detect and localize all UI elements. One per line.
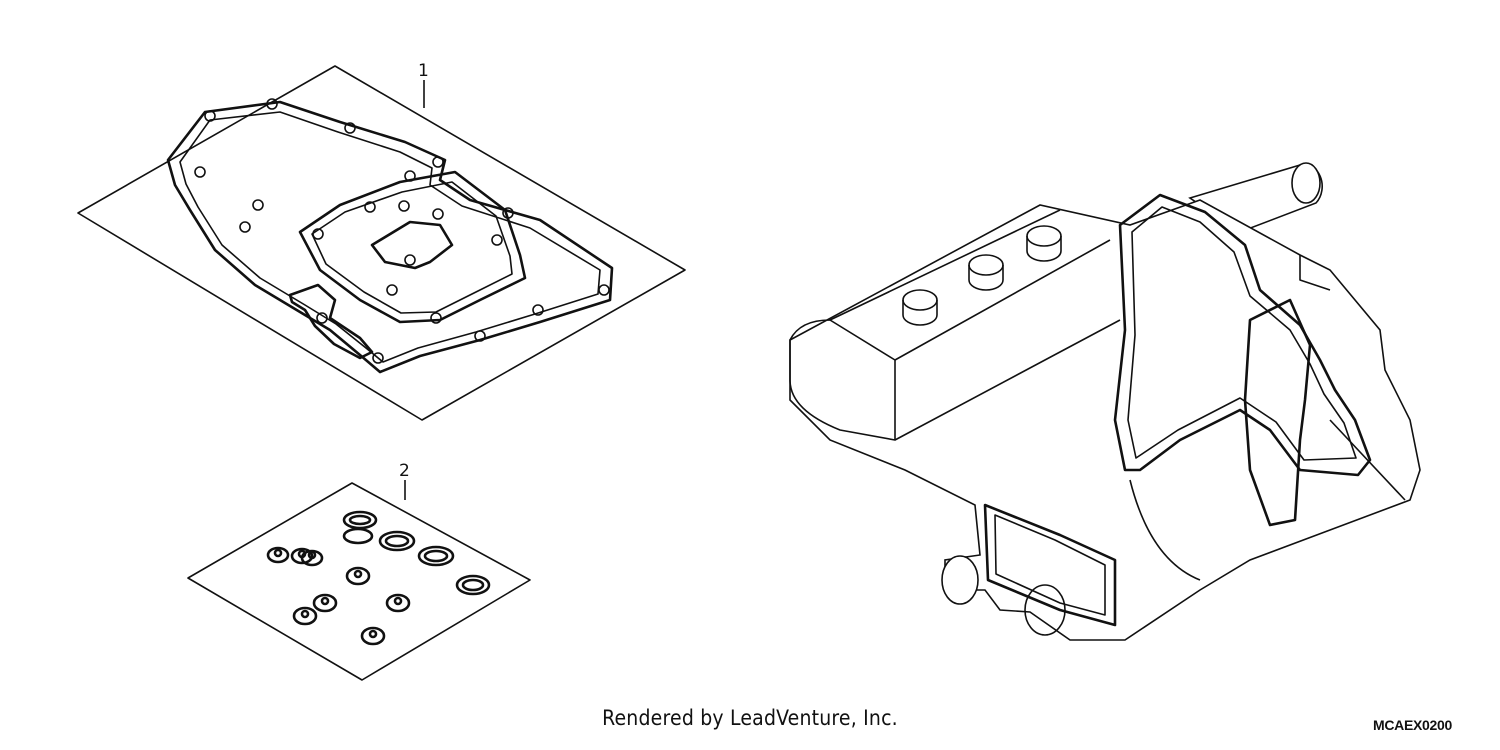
callout-1: 1 <box>418 61 429 81</box>
callout-2: 2 <box>399 461 410 481</box>
seal-kit-sheet <box>187 480 531 681</box>
engine-illustration <box>789 162 1421 641</box>
gasket-kit-sheet <box>77 65 686 421</box>
rendered-by-credit: Rendered by LeadVenture, Inc. <box>602 706 898 730</box>
diagram-code: MCAEX0200 <box>1372 717 1452 733</box>
